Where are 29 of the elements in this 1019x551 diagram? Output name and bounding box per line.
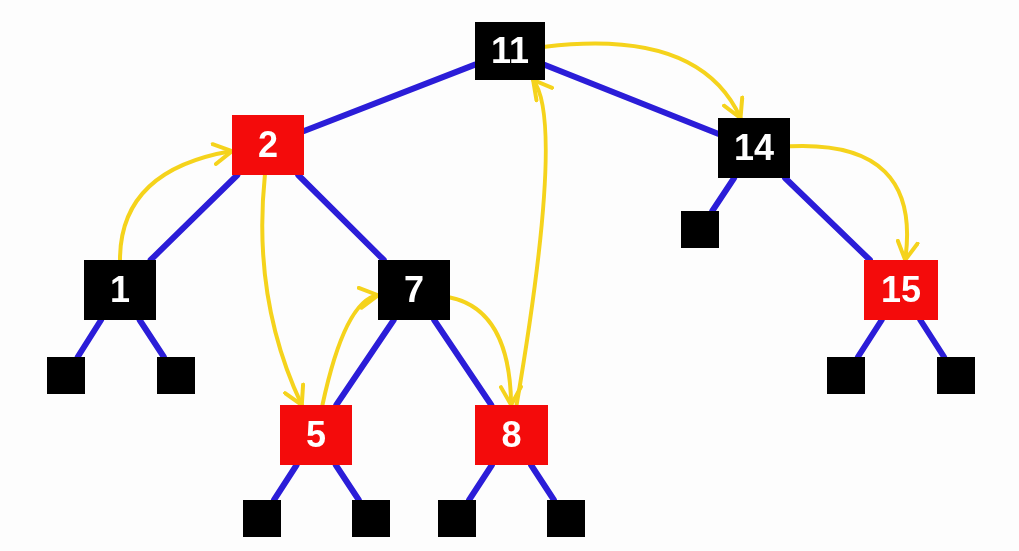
leaf-box — [352, 500, 390, 537]
leaf-box — [243, 500, 281, 537]
tree-node-box — [280, 405, 352, 465]
tree-node-box — [378, 260, 450, 320]
node-key: 14 — [733, 130, 774, 166]
tree-node-box — [475, 22, 545, 80]
node-key: 1 — [110, 272, 130, 308]
traversal-arrow — [260, 173, 306, 407]
leaf-box — [681, 211, 719, 248]
leaf-box — [47, 357, 85, 394]
leaf-box — [157, 357, 195, 394]
leaf-box — [547, 500, 585, 537]
tree-node-box — [475, 405, 548, 465]
node-key: 7 — [404, 272, 424, 308]
node-key: 5 — [306, 417, 326, 453]
node-key: 2 — [258, 127, 278, 163]
leaf-box — [827, 357, 865, 394]
tree-node-box — [864, 260, 938, 320]
traversal-arrow — [118, 142, 234, 262]
node-key: 15 — [880, 272, 921, 308]
node-key: 8 — [501, 417, 522, 453]
leaf-box — [937, 357, 975, 394]
traversal-arrow — [514, 78, 553, 407]
tree-node-box — [232, 115, 304, 175]
node-key: 11 — [490, 33, 530, 69]
leaf-box — [438, 500, 476, 537]
tree-node-box — [718, 118, 790, 178]
tree-node-box — [84, 260, 156, 320]
traversal-arrow — [320, 288, 380, 407]
